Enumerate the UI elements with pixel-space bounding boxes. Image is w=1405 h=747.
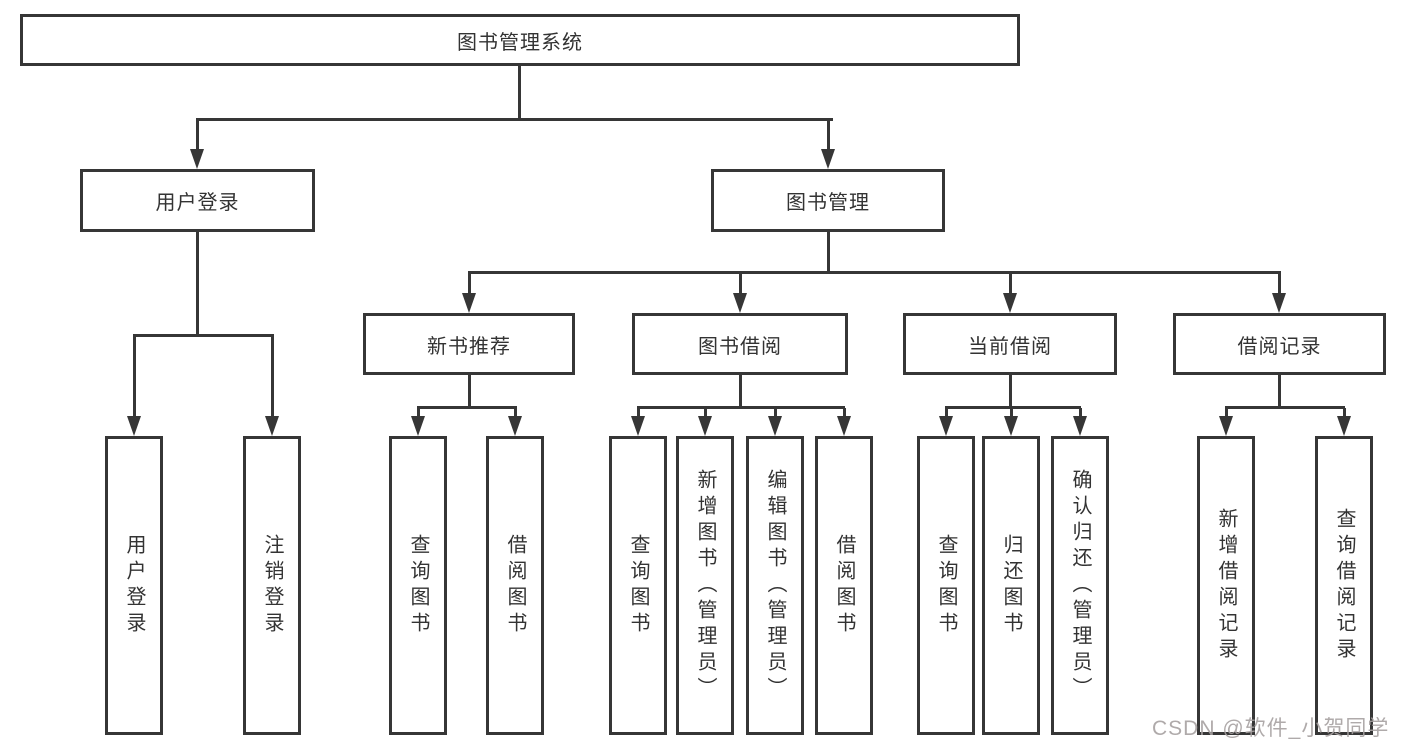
arrow-down-icon [1004,416,1018,436]
arrow-down-icon [411,416,425,436]
arrow-down-icon [265,416,279,436]
arrow-down-icon [1073,416,1087,436]
connector-line [468,271,1281,274]
node-label: 图书借阅 [698,335,782,358]
connector-line [704,408,707,418]
connector-line [417,408,420,418]
leaf-current-confirm-return-admin: 确认归还（管理员） [1051,436,1109,735]
node-label: 借阅记录 [1237,335,1322,358]
csdn-watermark: CSDN @软件_小贺同学 [1152,717,1390,740]
arrow-down-icon [837,416,851,436]
node-user-login: 用户登录 [80,169,315,232]
arrow-down-icon [508,416,522,436]
leaf-user-login: 用户登录 [105,436,163,735]
connector-line [637,408,640,418]
connector-line [1343,408,1346,418]
arrow-down-icon [631,416,645,436]
leaf-borrow-query-book: 查询图书 [609,436,667,735]
node-label: 图书管理系统 [457,31,583,54]
arrow-down-icon [1003,293,1017,313]
connector-line [774,408,777,418]
connector-line [133,334,274,337]
node-label: 新书推荐 [427,335,511,358]
connector-line [196,232,199,336]
leaf-record-query-borrow-record: 查询借阅记录 [1315,436,1373,735]
node-label: 编辑图书（管理员） [764,468,786,703]
connector-line [196,120,199,150]
connector-line [1225,408,1228,418]
node-label: 归还图书 [1000,533,1022,638]
node-current-borrow: 当前借阅 [903,313,1117,375]
connector-line [1009,375,1012,408]
node-label: 图书管理 [786,192,870,214]
leaf-recommend-borrow-book: 借阅图书 [486,436,544,735]
leaf-borrow-borrow-book: 借阅图书 [815,436,873,735]
connector-line [1010,408,1013,418]
leaf-borrow-edit-book-admin: 编辑图书（管理员） [746,436,804,735]
connector-line [468,375,471,408]
connector-line [271,336,274,417]
arrow-down-icon [768,416,782,436]
node-label: 查询图书 [407,533,429,638]
connector-line [945,406,1081,409]
leaf-logout: 注销登录 [243,436,301,735]
arrow-down-icon [939,416,953,436]
connector-line [468,273,471,294]
connector-line [518,66,521,120]
connector-line [1278,273,1281,294]
node-label: 注销登录 [261,533,283,638]
connector-line [133,336,136,417]
connector-line [739,375,742,408]
arrow-down-icon [127,416,141,436]
leaf-current-query-book: 查询图书 [917,436,975,735]
arrow-down-icon [698,416,712,436]
arrow-down-icon [1337,416,1351,436]
connector-line [637,406,845,409]
connector-line [827,232,830,274]
arrow-down-icon [821,149,835,169]
connector-line [196,118,833,121]
arrow-down-icon [190,149,204,169]
arrow-down-icon [1219,416,1233,436]
connector-line [1225,406,1345,409]
node-label: 用户登录 [155,192,240,214]
node-label: 查询图书 [627,533,649,638]
node-label: 查询借阅记录 [1333,507,1355,664]
node-new-book-recommend: 新书推荐 [363,313,575,375]
node-borrow-record: 借阅记录 [1173,313,1386,375]
node-book-management: 图书管理 [711,169,945,232]
node-label: 借阅图书 [504,533,526,638]
leaf-borrow-add-book-admin: 新增图书（管理员） [676,436,734,735]
connector-line [843,408,846,418]
connector-line [1278,375,1281,408]
node-library-management-system: 图书管理系统 [20,14,1020,66]
node-label: 当前借阅 [968,335,1052,358]
leaf-recommend-query-book: 查询图书 [389,436,447,735]
connector-line [1009,273,1012,294]
node-label: 确认归还（管理员） [1069,468,1091,703]
arrow-down-icon [462,293,476,313]
leaf-current-return-book: 归还图书 [982,436,1040,735]
connector-line [417,406,517,409]
connector-line [827,120,830,150]
connector-line [1079,408,1082,418]
node-label: 借阅图书 [833,533,855,638]
connector-line [945,408,948,418]
node-label: 用户登录 [123,533,145,638]
arrow-down-icon [1272,293,1286,313]
leaf-record-add-borrow-record: 新增借阅记录 [1197,436,1255,735]
connector-line [739,273,742,294]
arrow-down-icon [733,293,747,313]
node-book-borrow: 图书借阅 [632,313,848,375]
connector-line [514,408,517,418]
node-label: 新增图书（管理员） [694,468,716,703]
node-label: 查询图书 [935,533,957,638]
node-label: 新增借阅记录 [1215,507,1237,664]
